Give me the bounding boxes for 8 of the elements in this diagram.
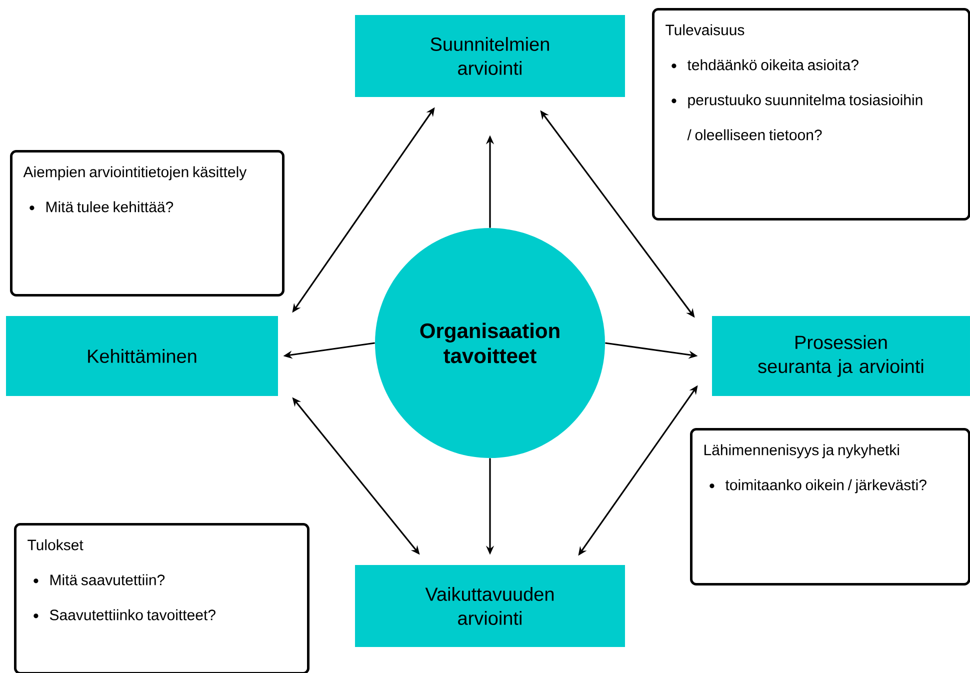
note-box: Lähimennenisyys ja nykyhetki toimitaanko oikein / järkevästi? [690,428,970,586]
process-box: Kehittäminen [6,316,278,396]
note-box: Tulokset Mitä saavutettiin? Saavutettiinko tavoitteet? [14,523,310,673]
note-box: Tulevaisuus tehdäänkö oikeita asioita? perustuuko suunnitelma tosiasioihin / oleelliseen tietoon? [652,8,970,220]
note-box: Aiempien arviointitietojen käsittely Mitä tulee kehittää? [10,150,284,296]
process-box: Suunnitelmien arviointi [355,15,625,97]
process-box: Prosessien seuranta ja arviointi [712,316,970,396]
process-box: Vaikuttavuuden arviointi [355,565,625,647]
